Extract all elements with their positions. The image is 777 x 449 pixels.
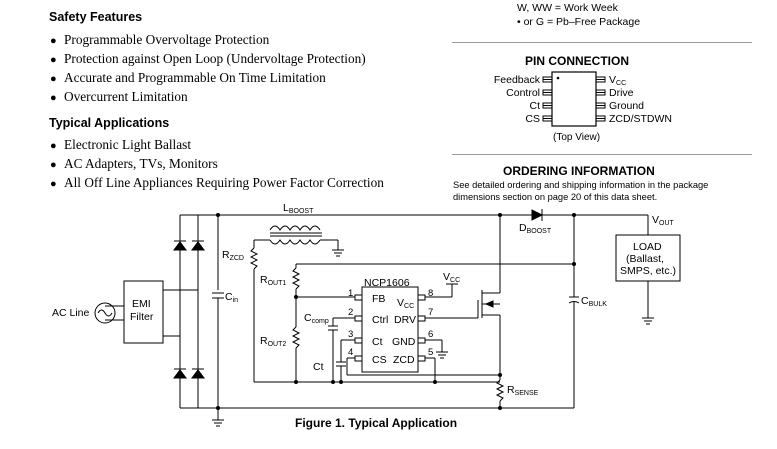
note-code: W, WW — [517, 2, 552, 14]
top-view-caption: (Top View) — [553, 132, 600, 143]
ic-pin-ct: Ct — [372, 336, 383, 348]
pin-number: 5 — [428, 347, 433, 358]
note-meaning: = Work Week — [554, 2, 618, 14]
pin-label-zcd: ZCD/STDWN — [609, 113, 672, 125]
pin-connection-diagram: Feedback Control Ct CS VCC Drive Ground … — [494, 71, 672, 143]
lboost-label: LBOOST — [283, 202, 314, 215]
pin-number: 2 — [348, 307, 353, 318]
rsense-label: RSENSE — [507, 384, 539, 397]
dboost-label: DBOOST — [519, 222, 552, 235]
cbulk-label: CBULK — [581, 295, 607, 308]
pin-connection-heading: PIN CONNECTION — [525, 54, 630, 68]
ic-name-label: NCP1606 — [364, 277, 410, 289]
ic-pin-fb: FB — [372, 293, 385, 305]
pin-number: 8 — [428, 288, 433, 299]
note-meaning: = Pb–Free Package — [546, 16, 641, 28]
list-item: ●Programmable Overvoltage Protection — [50, 32, 270, 47]
ic-package — [551, 71, 597, 127]
pin-number: 4 — [348, 347, 353, 358]
section-divider — [452, 42, 752, 43]
vout-label: VOUT — [652, 214, 675, 227]
typical-applications-list: ●Electronic Light Ballast ●AC Adapters, … — [50, 135, 384, 192]
work-week-note: W, WW = Work Week — [517, 2, 618, 14]
safety-features-list: ●Programmable Overvoltage Protection ●Pr… — [50, 30, 366, 106]
ic-pin-drv: DRV — [394, 314, 416, 326]
list-item: ●Protection against Open Loop (Undervolt… — [50, 51, 366, 66]
load-sub-label: SMPS, etc.) — [620, 265, 676, 277]
cin-label: Cin — [225, 291, 238, 304]
typical-applications-heading: Typical Applications — [49, 116, 170, 130]
section-divider — [452, 154, 752, 155]
ct-cap-label: Ct — [313, 361, 324, 373]
pin-label-cs: CS — [525, 113, 540, 125]
pbfree-note: • or G = Pb–Free Package — [517, 16, 640, 28]
vcc-label: VCC — [443, 271, 460, 284]
load-label: LOAD — [633, 241, 662, 253]
emi-label: EMI — [132, 298, 151, 310]
safety-features-heading: Safety Features — [49, 10, 143, 24]
load-sub-label: (Ballast, — [626, 253, 664, 265]
rout2-label: ROUT2 — [260, 335, 286, 348]
pin-number: 6 — [428, 329, 433, 340]
ic-pin-ctrl: Ctrl — [372, 314, 388, 326]
figure-caption: Figure 1. Typical Application — [295, 416, 457, 430]
rout1-label: ROUT1 — [260, 274, 286, 287]
pin-number: 1 — [348, 288, 353, 299]
ccomp-label: Ccomp — [304, 312, 329, 325]
ordering-line-1: See detailed ordering and shipping infor… — [453, 180, 709, 190]
note-code: • or G — [517, 16, 545, 28]
pin-label-ct: Ct — [530, 100, 541, 112]
pin-number: 3 — [348, 329, 353, 340]
list-item: ●Electronic Light Ballast — [50, 137, 192, 152]
ic-pin-zcd: ZCD — [393, 354, 415, 366]
ic-pin-cs: CS — [372, 354, 387, 366]
pin-label-vcc: VCC — [609, 74, 626, 87]
ic-pin-gnd: GND — [392, 336, 416, 348]
pin-number: 7 — [428, 307, 433, 318]
list-item: ●Accurate and Programmable On Time Limit… — [50, 70, 326, 85]
pin-label-control: Control — [506, 87, 540, 99]
list-item: ●Overcurrent Limitation — [50, 89, 188, 104]
pin-label-feedback: Feedback — [494, 74, 541, 86]
pin-label-ground: Ground — [609, 100, 644, 112]
list-item: ●All Off Line Appliances Requiring Power… — [50, 175, 384, 190]
filter-label: Filter — [130, 311, 154, 323]
ac-line-label: AC Line — [52, 307, 90, 319]
ordering-information-heading: ORDERING INFORMATION — [503, 164, 655, 178]
pin-label-drive: Drive — [609, 87, 634, 99]
ordering-line-2: dimensions section on page 20 of this da… — [453, 192, 658, 202]
ic-pin-vcc: VCC — [397, 297, 414, 310]
rzcd-label: RZCD — [222, 249, 244, 262]
list-item: ●AC Adapters, TVs, Monitors — [50, 156, 218, 171]
typical-application-schematic: AC Line EMI Filter Cin LBOOST DBOOST VOU… — [52, 202, 681, 430]
